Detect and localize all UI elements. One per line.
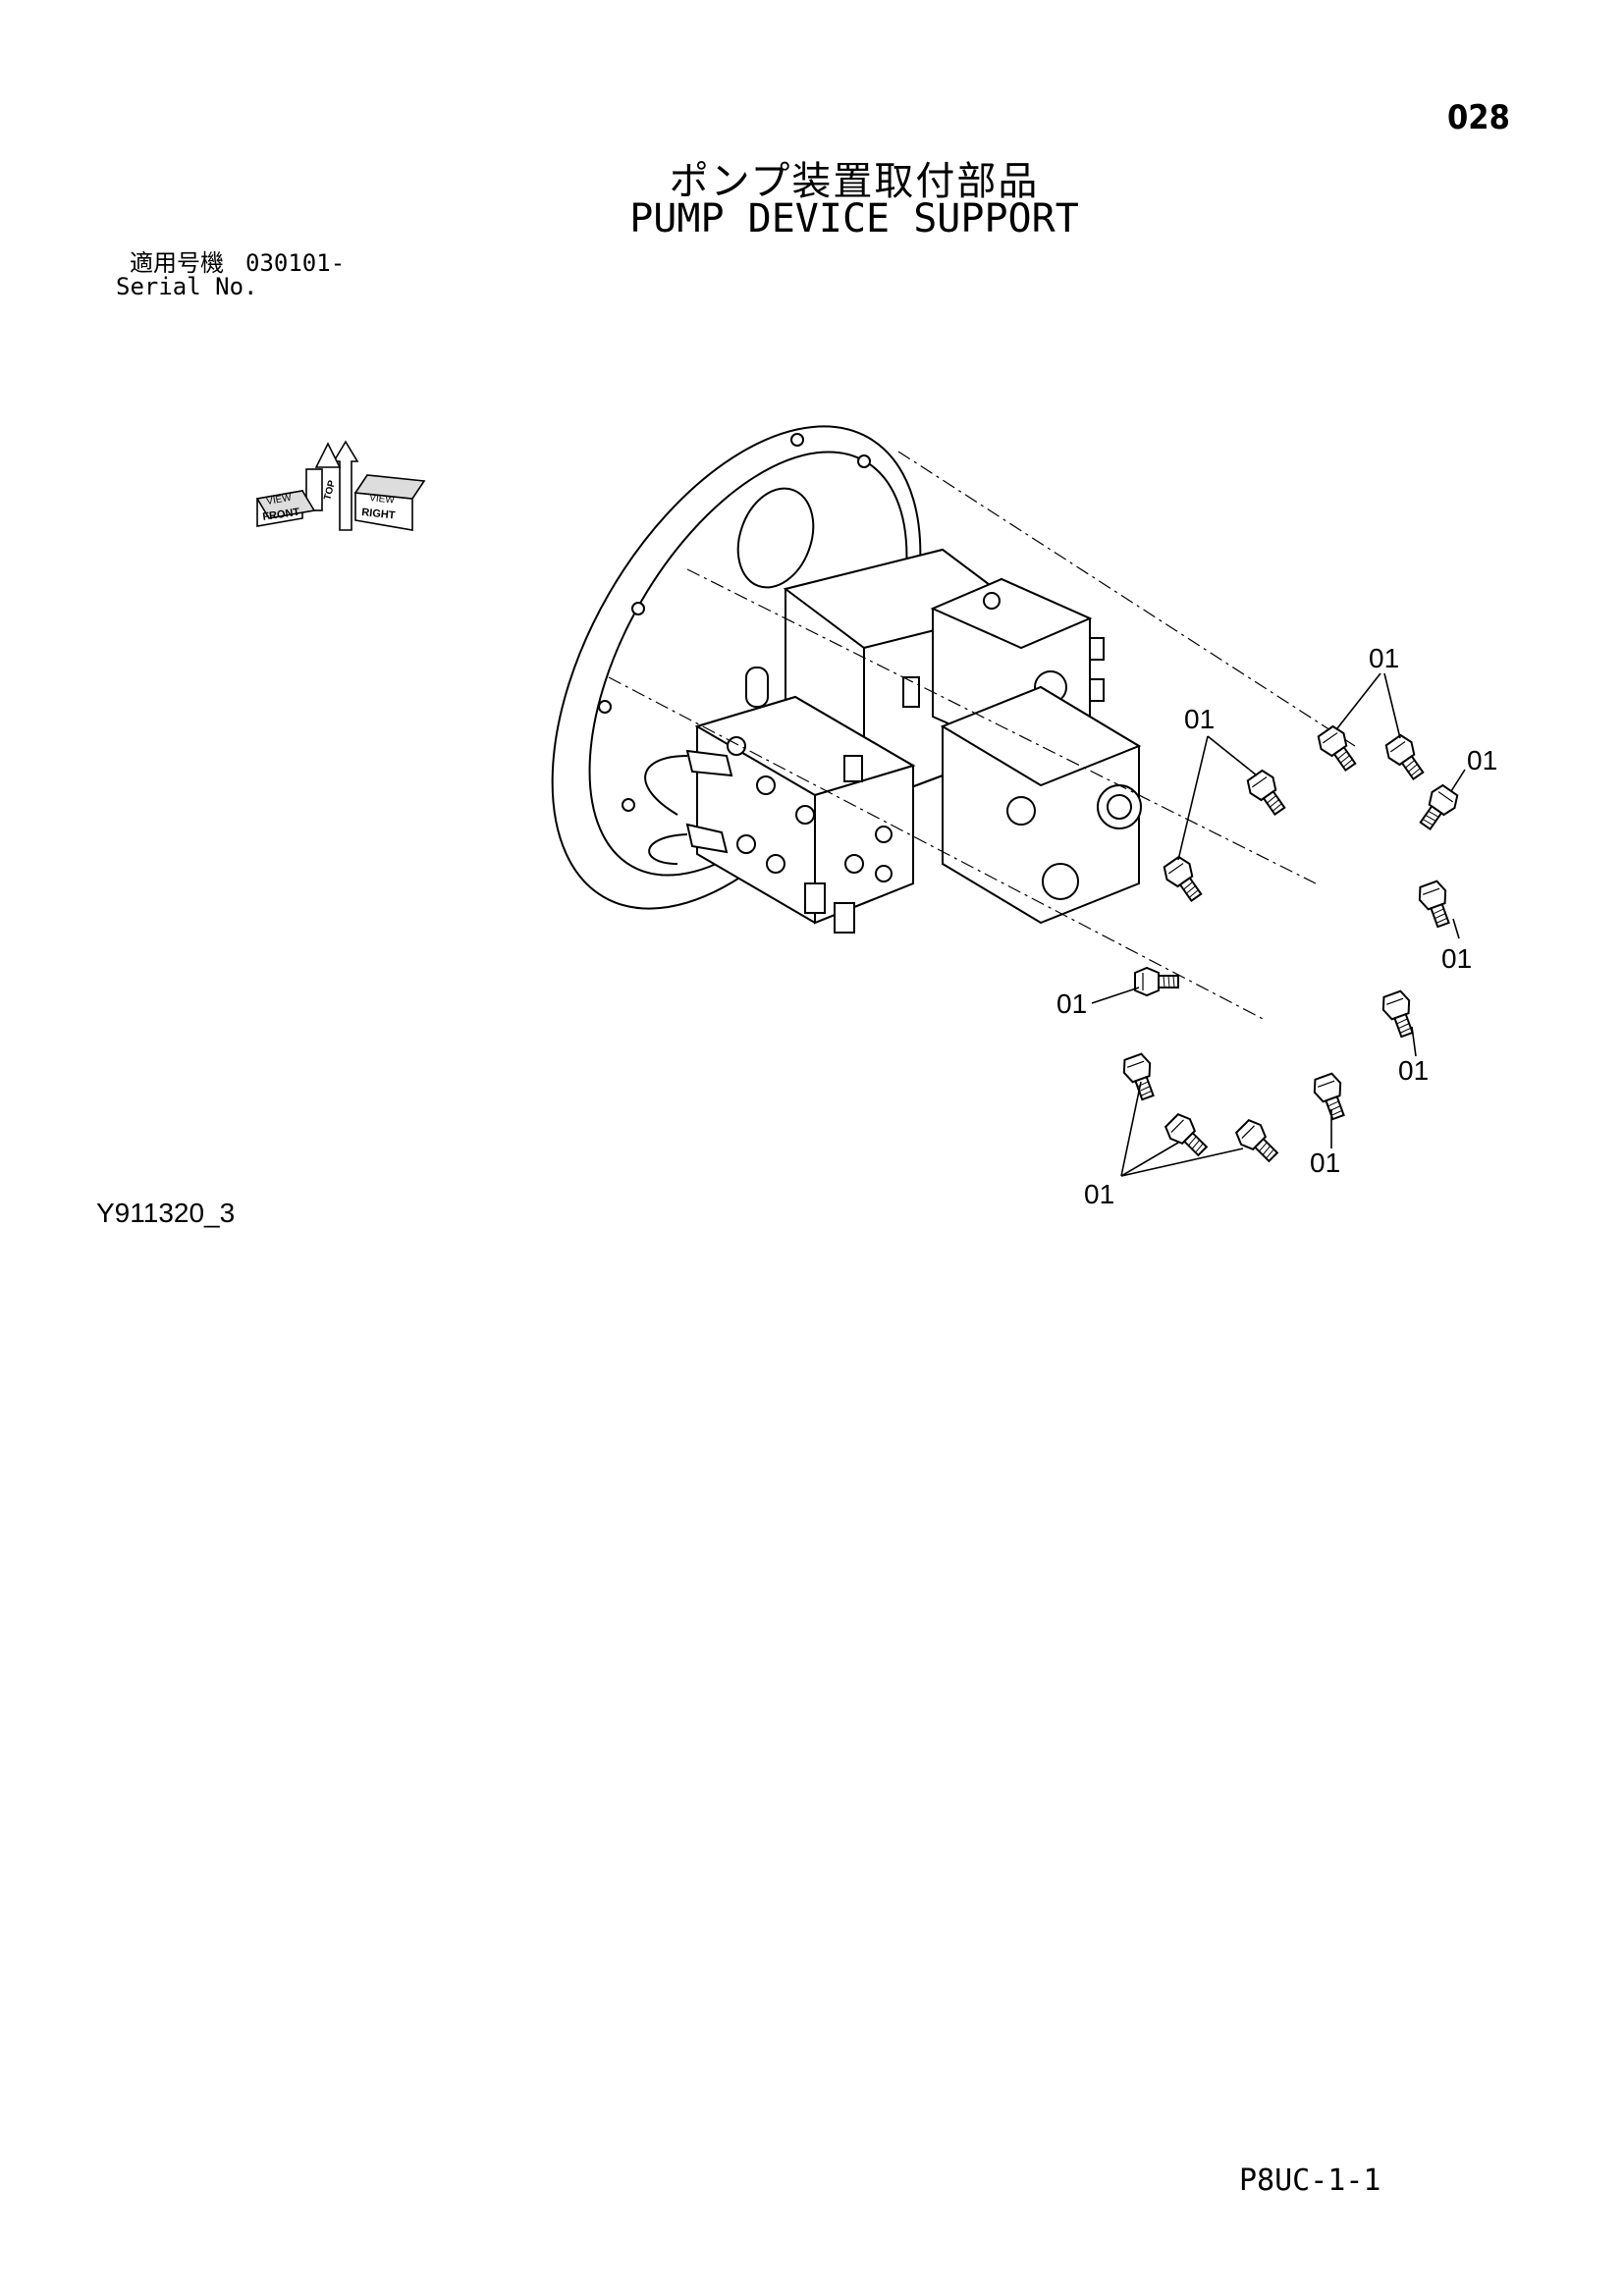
- page-title-english: PUMP DEVICE SUPPORT: [629, 196, 1079, 241]
- bolt-01: [1414, 878, 1458, 931]
- orientation-label-view-front: VIEW: [266, 493, 294, 507]
- callout-label-01: 01: [1084, 1179, 1114, 1209]
- bolt-01: [1380, 731, 1431, 785]
- callout-label-01: 01: [1398, 1055, 1429, 1086]
- serial-label-english: Serial No.: [116, 273, 258, 300]
- alignment-lines: [608, 451, 1356, 1022]
- callout-label-01: 01: [1056, 988, 1087, 1019]
- callout-label-01: 01: [1441, 943, 1472, 974]
- leader-lines: [1091, 672, 1466, 1177]
- page-title-japanese: ポンプ装置取付部品: [669, 159, 1040, 204]
- serial-info: 適用号機 030101- Serial No.: [116, 251, 345, 298]
- serial-label-japanese: 適用号機: [130, 249, 224, 277]
- callout-label-01: 01: [1310, 1148, 1340, 1178]
- callout-label-01: 01: [1369, 643, 1399, 673]
- serial-range: 030101-: [245, 249, 346, 277]
- bolt-01: [1118, 1050, 1163, 1103]
- orientation-label-front: FRONT: [262, 507, 300, 523]
- bolt-01: [1378, 988, 1422, 1041]
- bolt-01: [1134, 967, 1179, 996]
- bolt-01: [1161, 1109, 1214, 1162]
- drawing-id: Y911320_3: [96, 1198, 236, 1228]
- bolt-01: [1231, 1115, 1284, 1168]
- orientation-label-top: TOP: [322, 479, 338, 502]
- page-number: 028: [1447, 98, 1510, 137]
- orientation-indicator: [255, 440, 426, 531]
- page-code: P8UC-1-1: [1239, 2163, 1381, 2198]
- bolt-01: [1159, 853, 1209, 907]
- bolt-01: [1313, 722, 1363, 776]
- bolt-01: [1242, 767, 1292, 821]
- bolt-01: [1413, 781, 1463, 835]
- pump-assembly-illustration: [551, 425, 1142, 934]
- callout-label-01: 01: [1467, 745, 1497, 775]
- orientation-label-right: RIGHT: [361, 507, 397, 522]
- orientation-label-view-right: VIEW: [369, 493, 396, 507]
- callout-label-01: 01: [1184, 704, 1215, 734]
